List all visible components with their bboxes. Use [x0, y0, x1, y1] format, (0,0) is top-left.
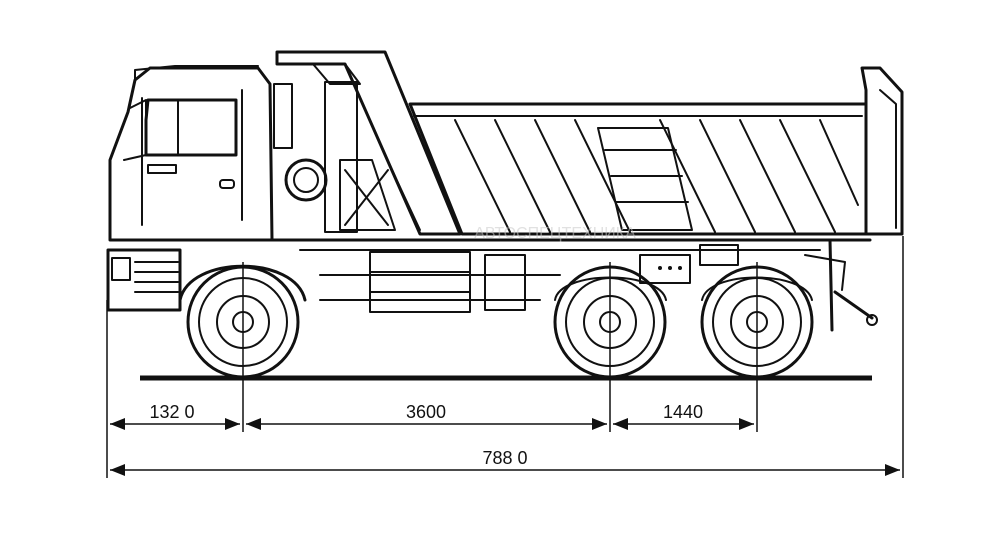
dim-label-rear-axle-spacing: 1440: [663, 402, 703, 422]
dim-label-wheelbase: 3600: [406, 402, 446, 422]
dimension-extension-lines: [106, 236, 904, 478]
dim-label-overall-length: 788 0: [482, 448, 527, 468]
hoist-mechanism: [324, 81, 421, 233]
chassis-frame: [178, 238, 878, 332]
dump-body: [275, 50, 904, 236]
dim-label-front-overhang: 132 0: [149, 402, 194, 422]
watermark-text: АВТОСПЕЦТЕХНИКА: [474, 225, 636, 242]
